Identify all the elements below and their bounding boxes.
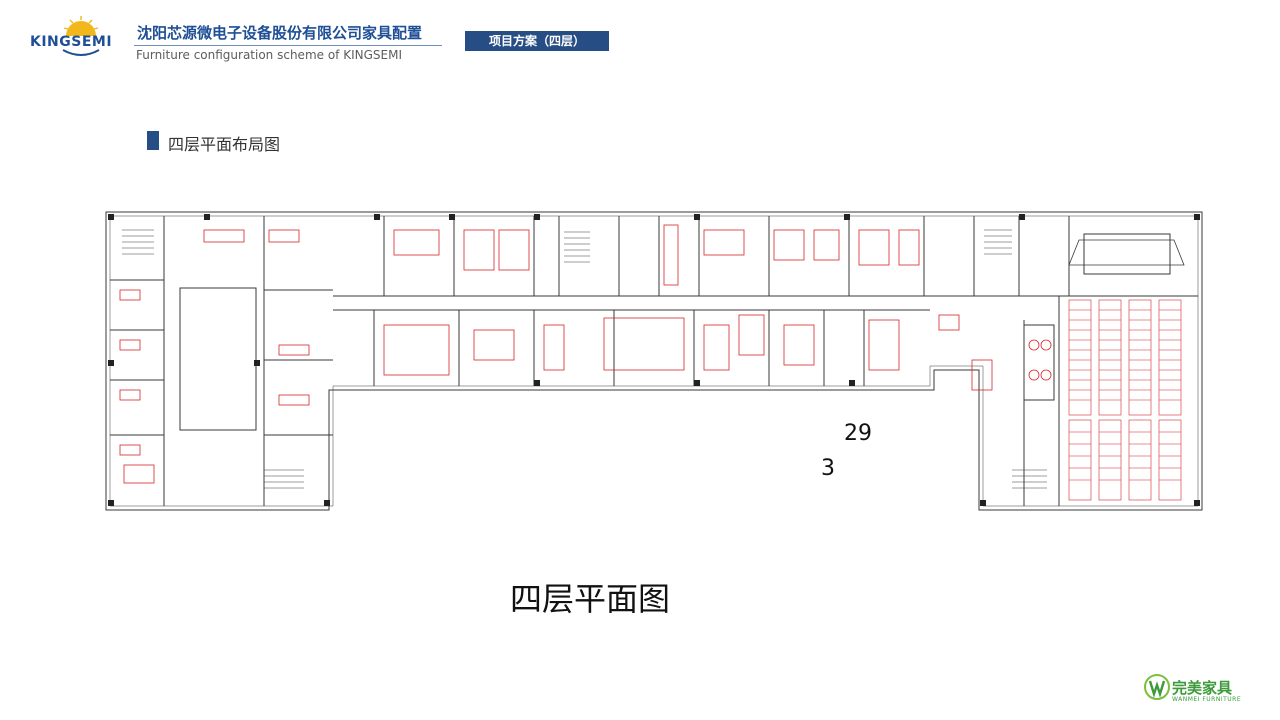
- document-title: 沈阳芯源微电子设备股份有限公司家具配置: [137, 24, 423, 42]
- annotation-number-29: 29: [844, 421, 872, 446]
- floor-plan-drawing: [105, 211, 1203, 511]
- logo-swoosh-icon: [62, 49, 100, 56]
- document-subtitle: Furniture configuration scheme of KINGSE…: [136, 48, 402, 62]
- title-divider: [134, 45, 442, 46]
- footer-logo-en: WANMEI FURNITURE: [1172, 696, 1242, 703]
- plan-caption: 四层平面图: [510, 580, 671, 618]
- logo-sun-icon: [64, 16, 98, 36]
- wanmei-logo-icon: [1144, 674, 1170, 700]
- scheme-tag: 项目方案（四层）: [465, 31, 609, 51]
- annotation-number-3: 3: [821, 456, 835, 481]
- section-title: 四层平面布局图: [168, 135, 281, 154]
- footer-logo-cn: 完美家具: [1172, 679, 1233, 697]
- company-logo-text: KINGSEMI: [30, 34, 113, 50]
- section-marker: [147, 131, 159, 150]
